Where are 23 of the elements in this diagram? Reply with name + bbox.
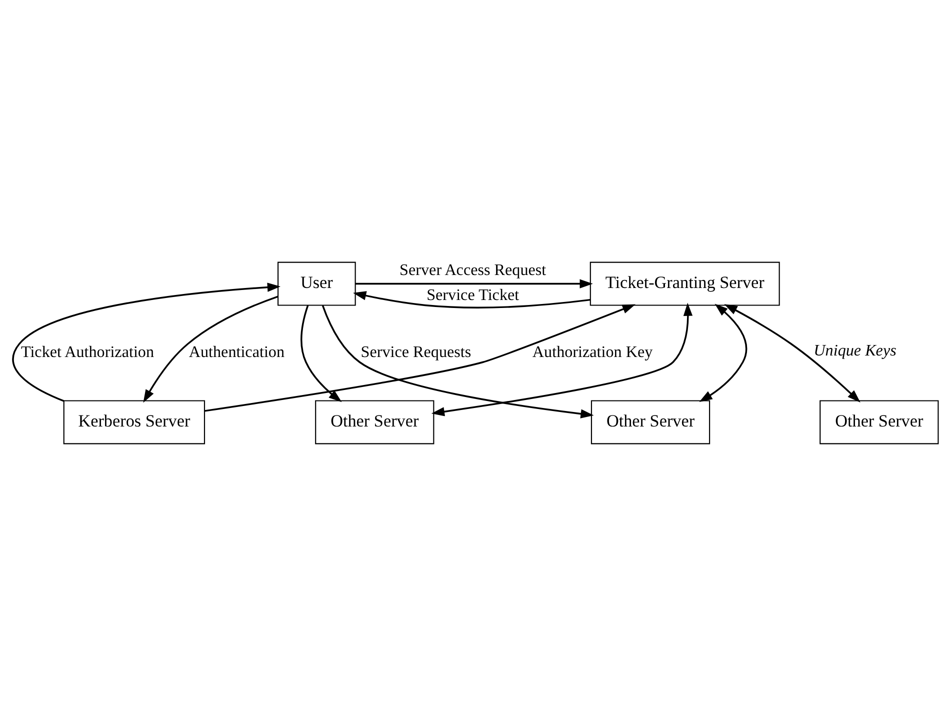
- arrow: [724, 304, 860, 402]
- edge-label: Unique Keys: [814, 342, 896, 360]
- node-box: Other Server: [315, 400, 434, 444]
- node-box: User: [278, 261, 356, 306]
- node-box: Other Server: [590, 400, 710, 444]
- edge-label: Authentication: [188, 343, 285, 360]
- edge-label: Server Access Request: [400, 262, 546, 279]
- node-box: Ticket-Granting Server: [590, 261, 780, 306]
- edge-label: Service Requests: [360, 343, 472, 360]
- edge-label: Authorization Key: [532, 343, 653, 360]
- arrow: [12, 282, 281, 402]
- node-box: Kerberos Server: [63, 400, 206, 444]
- arrow: [143, 295, 278, 402]
- arrow: [322, 304, 594, 418]
- arrow: [353, 290, 590, 308]
- arrow: [300, 304, 342, 402]
- edge-label: Service Ticket: [426, 286, 520, 304]
- arrow: [699, 303, 748, 402]
- arrow: [204, 304, 636, 412]
- node-box: Other Server: [820, 400, 939, 444]
- arrow: [431, 302, 693, 416]
- edge-label: Ticket Authorization: [20, 343, 154, 360]
- arrow: [355, 278, 593, 288]
